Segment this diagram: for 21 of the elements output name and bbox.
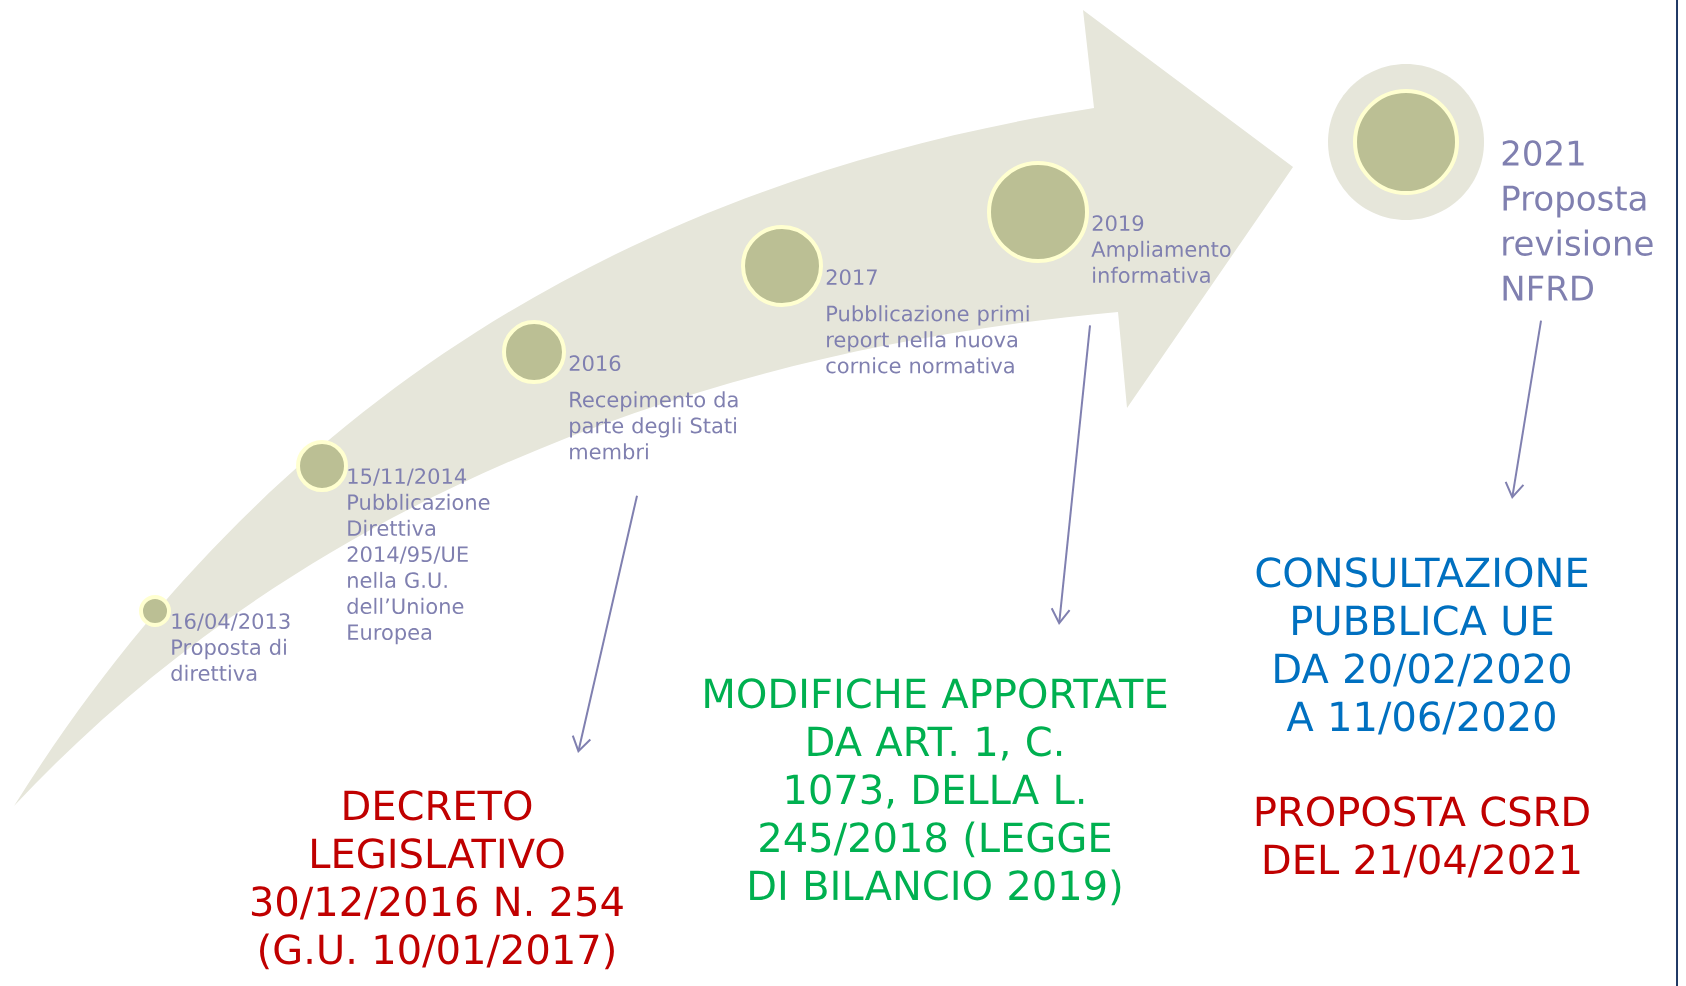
milestone-dot bbox=[741, 225, 823, 307]
milestone-text: 2017 bbox=[826, 269, 877, 286]
milestone-text: 2016 bbox=[569, 355, 621, 372]
milestone-dot bbox=[139, 595, 171, 627]
milestone-text: 16/04/2013 Proposta di direttiva bbox=[171, 613, 290, 682]
milestone-note: DECRETO LEGISLATIVO 30/12/2016 N. 254 (G.U. 10/01/2017) bbox=[251, 790, 623, 970]
arrow bbox=[1050, 324, 1091, 625]
milestone-text: 15/11/2014 Pubblicazione Direttiva 2014/95/UE nella G.U. dell’Unione Europea bbox=[347, 468, 490, 645]
milestone-note: CONSULTAZIONE PUBBLICA UE DA 20/02/2020 A 11/06/2020 bbox=[1256, 557, 1588, 735]
milestone-text: 2019 Ampliamento informativa bbox=[1091, 215, 1231, 284]
note-text: PROPOSTA CSRD DEL 21/04/2021 bbox=[1256, 796, 1589, 878]
milestone-dot bbox=[987, 161, 1089, 263]
milestone-text: Pubblicazione primi report nella nuova cornice normativa bbox=[826, 305, 1029, 374]
arrow bbox=[571, 494, 638, 753]
milestone-dot bbox=[502, 320, 566, 384]
milestone-text: 2021 Proposta revisione NFRD bbox=[1502, 140, 1653, 301]
milestone-text: Recepimento da parte degli Stati membri bbox=[570, 391, 738, 460]
arrow bbox=[1504, 319, 1542, 499]
milestone-dot bbox=[296, 440, 348, 492]
milestone-note: MODIFICHE APPORTATE DA ART. 1, C. 1073, DELLA L. 245/2018 (LEGGE DI BILANCIO 2019) bbox=[705, 678, 1167, 906]
milestone-dot bbox=[1353, 89, 1459, 195]
